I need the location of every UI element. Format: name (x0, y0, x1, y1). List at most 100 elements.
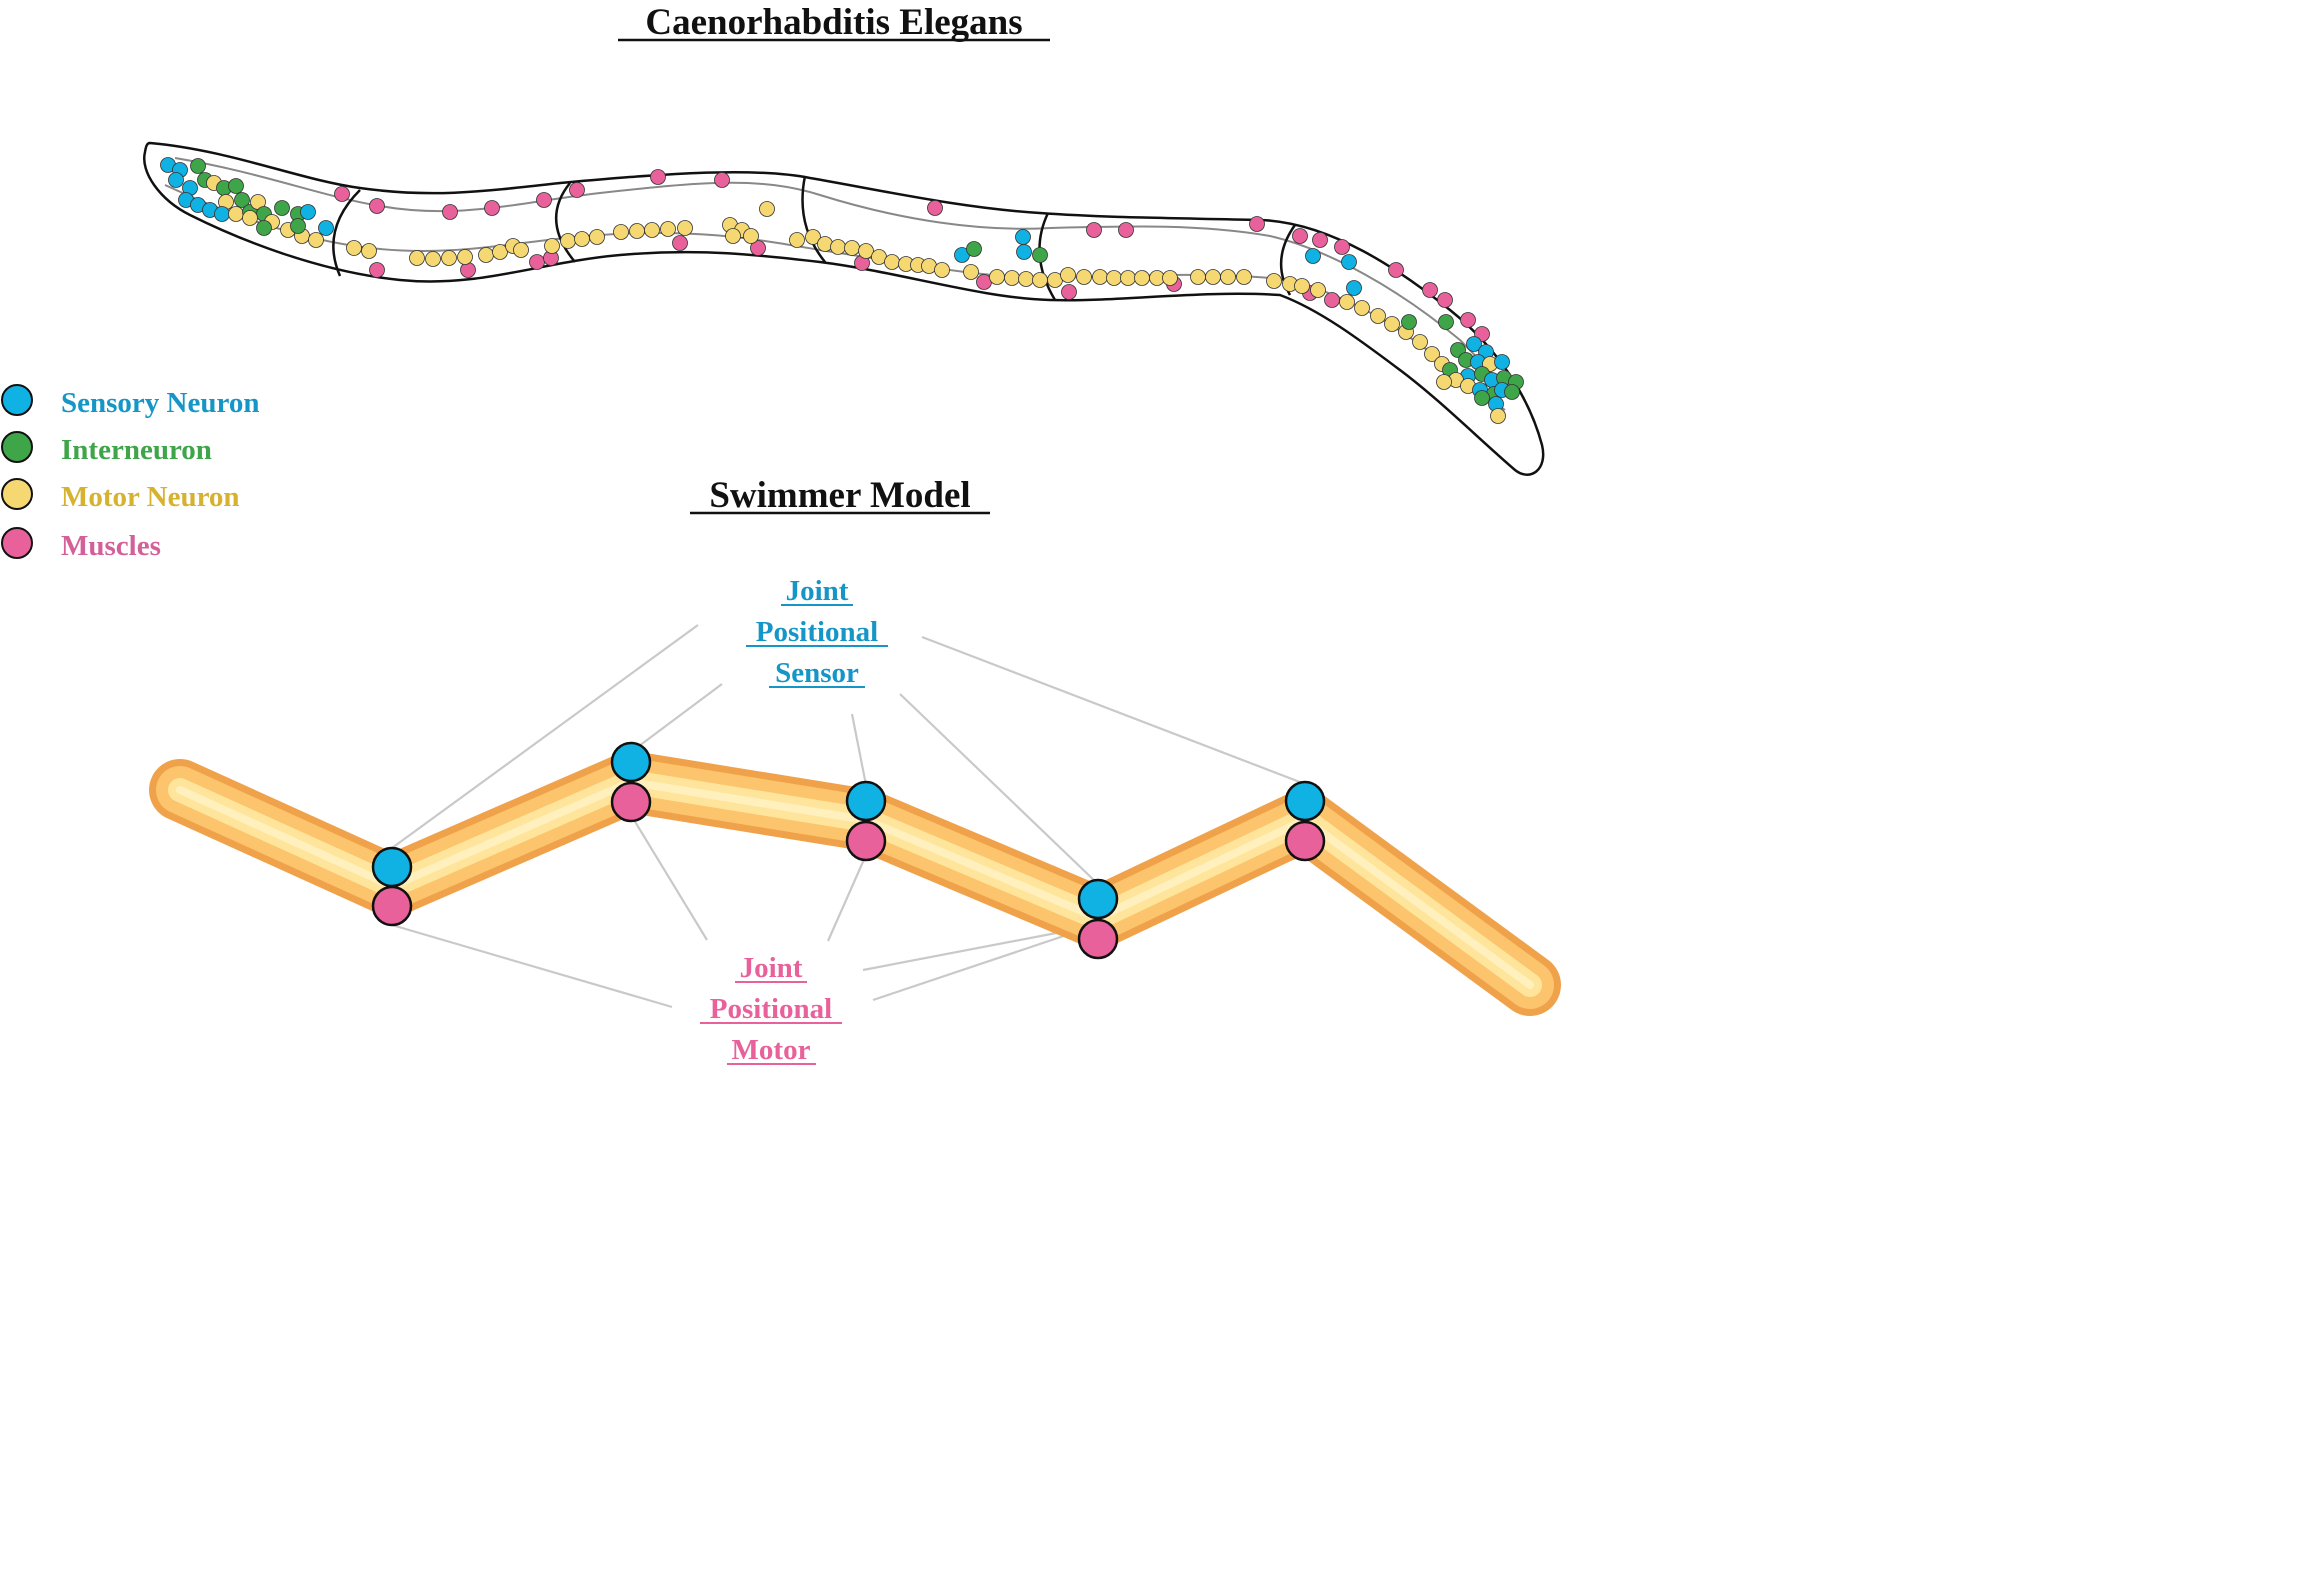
muscle-cell (460, 262, 476, 278)
joint-2 (610, 741, 652, 823)
motor-neuron-cell (1032, 272, 1048, 288)
legend-label-muscles: Muscles (61, 530, 161, 562)
motor-neuron-cell (1384, 316, 1400, 332)
motor-neuron-cell (1370, 308, 1386, 324)
joint-5 (1284, 780, 1326, 862)
worm-cells (160, 157, 1524, 424)
interneuron-cell (1401, 314, 1417, 330)
muscle-cell (1086, 222, 1102, 238)
motor-neuron-cell (1205, 269, 1221, 285)
muscle-cell (672, 235, 688, 251)
motor-neuron-cell (492, 244, 508, 260)
sensory-neuron-cell (1466, 336, 1482, 352)
worm-diagram (142, 141, 1545, 476)
motor-neuron-cell (1018, 271, 1034, 287)
interneuron-cell (1032, 247, 1048, 263)
legend-item-motor-neuron: Motor Neuron (1, 478, 240, 513)
muscle-cell (1324, 292, 1340, 308)
muscle-cell (369, 198, 385, 214)
motor-connector-1 (391, 923, 673, 1009)
motor-neuron-cell (743, 228, 759, 244)
joint-positional-motor-label: Joint Positional Motor (700, 952, 842, 1066)
motor-neuron-cell (1436, 374, 1452, 390)
motor-neuron-cell (1266, 273, 1282, 289)
muscle-cell (927, 200, 943, 216)
interneuron-cell (1438, 314, 1454, 330)
sensory-neuron-cell (1346, 280, 1362, 296)
motor-neuron-cell (1004, 270, 1020, 286)
motor-neuron-cell (759, 201, 775, 217)
motor-neuron-cell (513, 242, 529, 258)
motor-neuron-cell (660, 221, 676, 237)
figure-canvas: Caenorhabditis Elegans Sensory Neuron In… (1, 2, 1561, 1066)
interneuron-swatch-icon (1, 431, 33, 463)
sensory-neuron-cell (1015, 229, 1031, 245)
muscle-cell (1292, 228, 1308, 244)
muscle-cell (334, 186, 350, 202)
muscle-cell (1460, 312, 1476, 328)
legend-item-muscles: Muscles (1, 527, 161, 562)
motor-neuron-cell (441, 250, 457, 266)
sensory-neuron-swatch-icon (1, 384, 33, 416)
joint-1 (371, 846, 413, 927)
legend-item-interneuron: Interneuron (1, 431, 212, 466)
muscle-cell (369, 262, 385, 278)
motor-neuron-cell (1092, 269, 1108, 285)
motor-connector-2 (630, 814, 708, 941)
segment-divider-2 (555, 182, 576, 263)
motor-neuron-cell (884, 254, 900, 270)
sensory-neuron-cell (168, 172, 184, 188)
motor-neuron-cell (1294, 278, 1310, 294)
motor-neuron-cell (457, 249, 473, 265)
motor-neuron-cell (589, 229, 605, 245)
legend-label-sensory-neuron: Sensory Neuron (61, 387, 259, 419)
joint-positional-motor-icon (371, 885, 413, 927)
sensor-label-line-3: Sensor (775, 657, 859, 689)
joint-positional-sensor-icon (1077, 878, 1119, 920)
motor-neuron-cell (677, 220, 693, 236)
sensor-connector-3 (850, 713, 868, 786)
motor-neuron-cell (934, 262, 950, 278)
motor-neuron-cell (1106, 270, 1122, 286)
motor-neuron-cell (574, 231, 590, 247)
motor-neuron-cell (308, 232, 324, 248)
muscle-cell (1422, 282, 1438, 298)
muscle-cell (1437, 292, 1453, 308)
motor-neuron-cell (830, 239, 846, 255)
motor-neuron-cell (629, 223, 645, 239)
motor-neuron-cell (1339, 294, 1355, 310)
joint-positional-sensor-icon (1284, 780, 1326, 822)
motor-neuron-cell (1060, 267, 1076, 283)
joint-positional-sensor-label: Joint Positional Sensor (746, 575, 888, 689)
motor-neuron-cell (425, 251, 441, 267)
muscle-cell (714, 172, 730, 188)
joint-positional-sensor-icon (845, 780, 887, 822)
motor-neuron-cell (361, 243, 377, 259)
interneuron-cell (1474, 390, 1490, 406)
sensor-connector-2 (630, 683, 723, 753)
motor-neuron-cell (228, 206, 244, 222)
muscle-cell (536, 192, 552, 208)
motor-neuron-cell (817, 236, 833, 252)
figure-title: Caenorhabditis Elegans (645, 2, 1022, 43)
motor-neuron-cell (1134, 270, 1150, 286)
interneuron-cell (190, 158, 206, 174)
joint-4 (1077, 878, 1119, 960)
muscle-cell (1118, 222, 1134, 238)
joint-positional-motor-icon (610, 781, 652, 823)
joint-positional-motor-icon (1077, 918, 1119, 960)
legend-label-motor-neuron: Motor Neuron (61, 481, 240, 513)
sensor-label-line-1: Joint (786, 575, 849, 607)
interneuron-cell (966, 241, 982, 257)
segment-divider-3 (801, 175, 826, 263)
muscle-cell (1061, 284, 1077, 300)
motor-neuron-cell (613, 224, 629, 240)
motor-label-line-3: Motor (732, 1034, 811, 1066)
motor-neuron-cell (844, 240, 860, 256)
muscle-cell (1312, 232, 1328, 248)
motor-label-line-1: Joint (740, 952, 803, 984)
interneuron-cell (274, 200, 290, 216)
muscle-cell (1334, 239, 1350, 255)
swimmer-model-title: Swimmer Model (709, 475, 970, 516)
muscle-cell (650, 169, 666, 185)
